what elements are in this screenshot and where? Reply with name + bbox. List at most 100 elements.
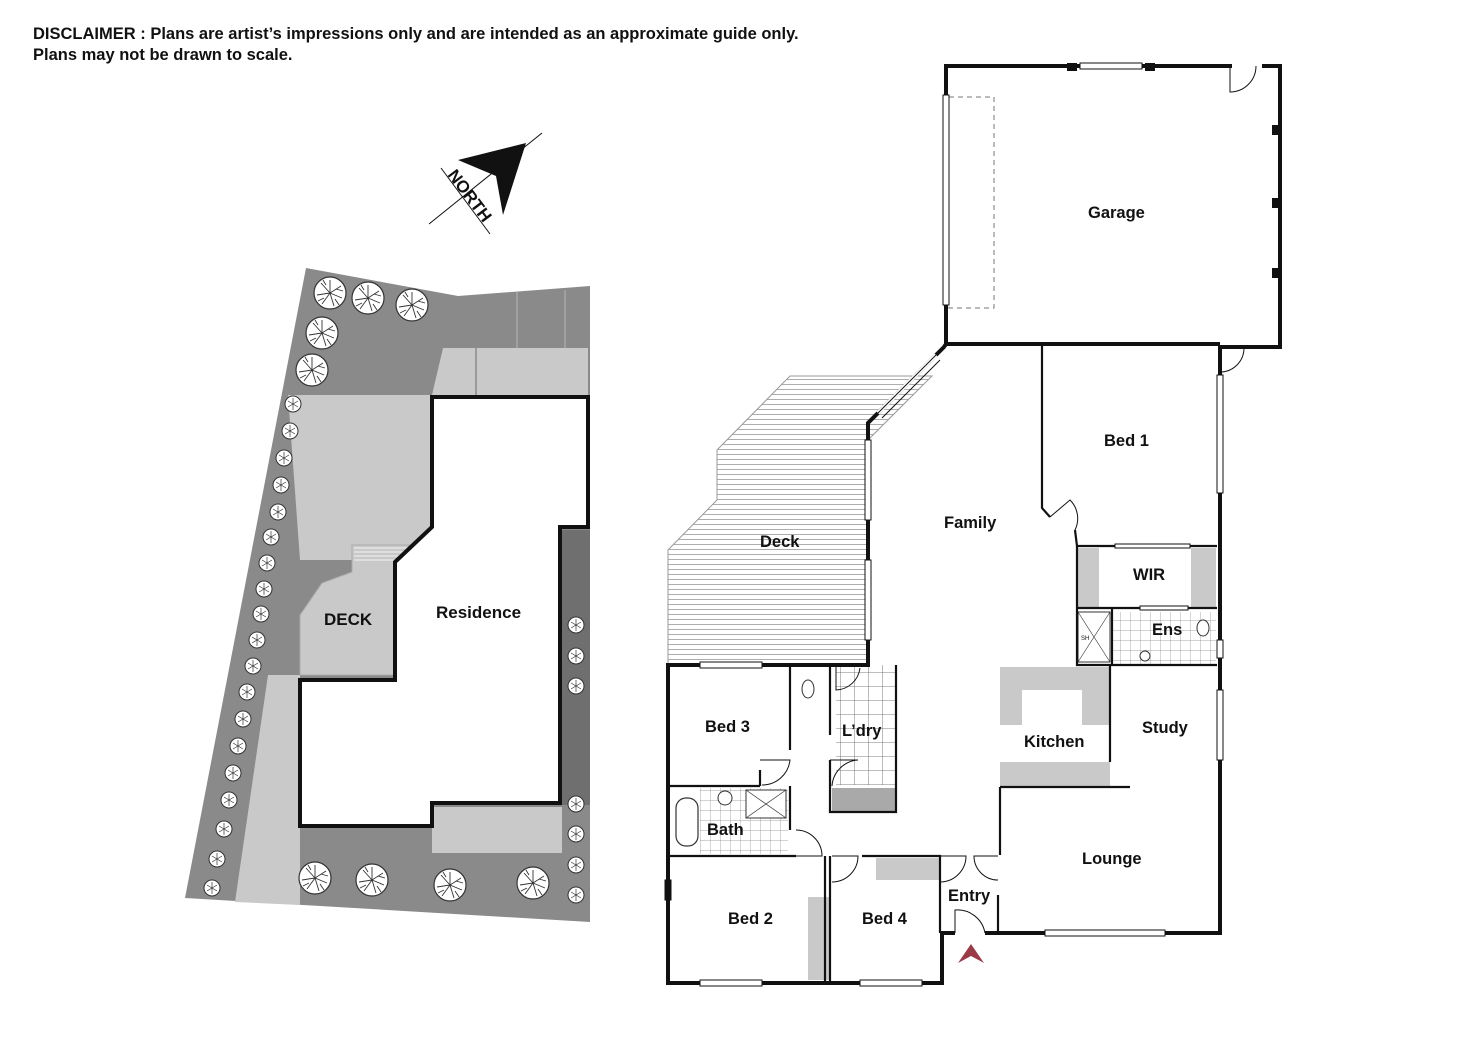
room-label-entry: Entry [948, 887, 991, 905]
room-label-laundry: L’dry [842, 722, 882, 740]
window [1216, 639, 1224, 659]
garage-door-track [948, 96, 995, 309]
disclaimer-line-1: DISCLAIMER : Plans are artist’s impressi… [33, 25, 799, 43]
door-swing [795, 829, 823, 857]
shrub-icon [262, 528, 280, 546]
windows [664, 62, 1224, 987]
tree-icon [395, 288, 429, 322]
window [699, 979, 763, 987]
window [864, 559, 872, 641]
bathtub-icon [675, 797, 699, 847]
shrub-icon [281, 422, 299, 440]
door-swing [1229, 65, 1257, 93]
room-label-garage: Garage [1088, 204, 1145, 222]
shrub-icon [255, 580, 273, 598]
window [1216, 689, 1224, 761]
tree-icon [295, 353, 329, 387]
room-label-bath: Bath [707, 821, 744, 839]
shrub-icon [229, 737, 247, 755]
tree-icon [313, 276, 347, 310]
shrub-icon [275, 449, 293, 467]
north-arrow-icon [458, 143, 526, 215]
kitchen-counter [1000, 762, 1110, 787]
room-label-kitchen: Kitchen [1024, 733, 1085, 751]
room-label-bed1: Bed 1 [1104, 432, 1149, 450]
shrub-icon [567, 677, 585, 695]
north-compass: NORTH [428, 132, 543, 235]
window [1139, 605, 1189, 611]
window [1079, 62, 1143, 70]
door-swing [1219, 347, 1245, 373]
room-label-ens: Ens [1152, 621, 1182, 639]
door-swing [973, 855, 999, 881]
tree-icon [305, 316, 339, 350]
site-residence-label: Residence [436, 603, 521, 622]
tree-icon [351, 281, 385, 315]
site-deck-label: DECK [324, 610, 373, 629]
wir-shelf-right [1191, 548, 1216, 608]
wall-stub [664, 879, 672, 901]
room-label-bed4: Bed 4 [862, 910, 908, 928]
window [1044, 929, 1166, 937]
shrub-icon [252, 605, 270, 623]
shrub-icon [284, 395, 302, 413]
shrub-icon [258, 554, 276, 572]
door-swing [835, 665, 861, 691]
shrub-icon [208, 850, 226, 868]
shrub-icon [215, 820, 233, 838]
compass-label: NORTH [444, 166, 496, 226]
window [699, 661, 763, 669]
room-label-bed2: Bed 2 [728, 910, 773, 928]
toilet-icon [801, 679, 815, 699]
tree-icon [298, 861, 332, 895]
shrub-icon [567, 795, 585, 813]
ensuite-toilet-icon [1196, 619, 1210, 637]
shower-tag: SH [1081, 636, 1089, 642]
shrub-icon [238, 683, 256, 701]
site-residence [298, 395, 590, 828]
shrub-icon [567, 825, 585, 843]
shrub-icon [248, 631, 266, 649]
window [859, 979, 923, 987]
site-pad [432, 807, 562, 853]
laundry-cupboard [832, 788, 896, 813]
ensuite-basin-icon [1139, 650, 1151, 662]
tree-icon [516, 866, 550, 900]
door-swing [1049, 499, 1079, 531]
wir-shelf-left [1077, 548, 1099, 608]
bed2-robe [808, 897, 830, 980]
floor-plan: SH [664, 62, 1282, 987]
shrub-icon [244, 657, 262, 675]
deck-area [667, 375, 934, 665]
bed4-robe [876, 858, 940, 880]
door-swing [830, 759, 859, 787]
shrub-icon [567, 616, 585, 634]
room-label-study: Study [1142, 719, 1189, 737]
shrub-icon [567, 856, 585, 874]
door-swing [939, 855, 967, 883]
door-swing [831, 855, 859, 883]
site-path [432, 348, 588, 395]
shrub-icon [272, 476, 290, 494]
door-swing [954, 909, 986, 934]
shrub-icon [567, 886, 585, 904]
window [942, 94, 950, 306]
door-swings [760, 65, 1257, 934]
site-side-strip [560, 530, 590, 805]
room-label-deck: Deck [760, 533, 800, 551]
site-driveway [235, 675, 300, 905]
site-paved-area [288, 395, 432, 560]
laundry-tiles [836, 665, 896, 785]
shrub-icon [224, 764, 242, 782]
door-swing [760, 759, 791, 786]
disclaimer-line-2: Plans may not be drawn to scale. [33, 46, 293, 64]
compass-cross [440, 167, 491, 235]
shrub-icon [203, 879, 221, 897]
room-label-bed3: Bed 3 [705, 718, 750, 736]
entry-arrow-icon [958, 944, 984, 963]
room-label-lounge: Lounge [1082, 850, 1142, 868]
room-label-wir: WIR [1133, 566, 1165, 584]
window [864, 439, 872, 521]
tree-icon [355, 863, 389, 897]
